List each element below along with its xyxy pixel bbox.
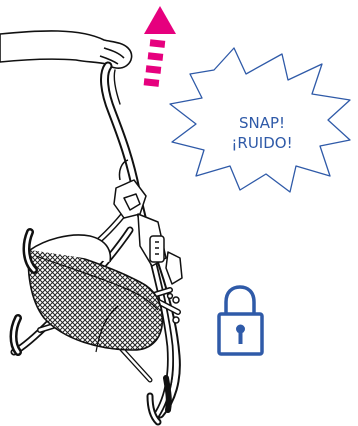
hand-illustration xyxy=(0,31,132,68)
padlock-icon xyxy=(219,287,262,354)
callout-line-2: ¡RUIDO! xyxy=(231,134,292,152)
pull-up-arrow-icon xyxy=(144,6,176,87)
snap-callout: SNAP! ¡RUIDO! xyxy=(170,48,350,192)
storage-basket xyxy=(29,235,163,352)
callout-line-1: SNAP! xyxy=(239,114,285,132)
